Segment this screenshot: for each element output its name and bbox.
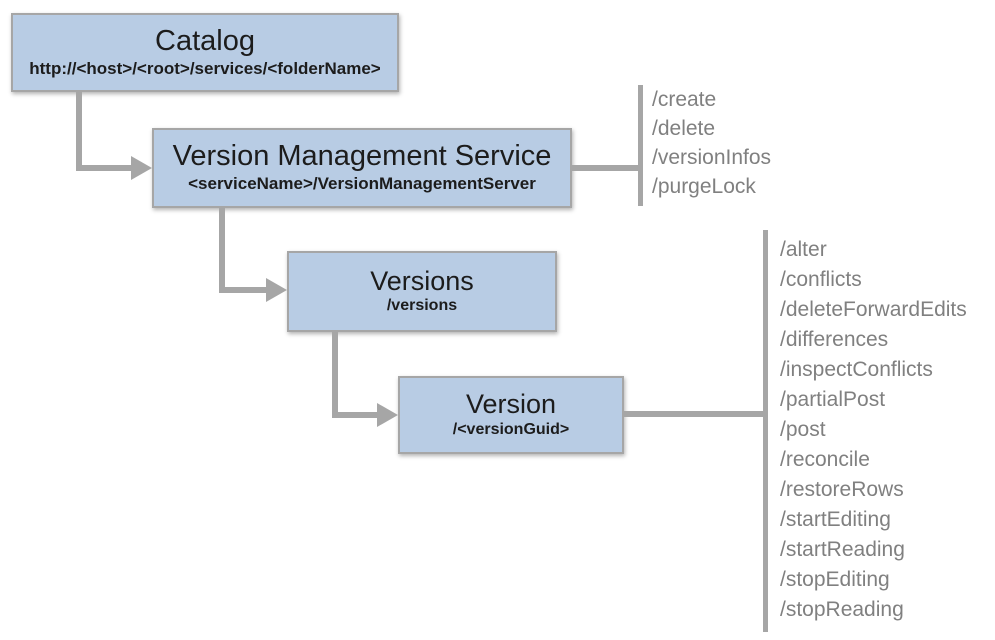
arrowhead-icon (377, 403, 398, 427)
connector-vms-to-versions-vertical (219, 206, 225, 293)
operations-bracket-vms (638, 85, 643, 206)
operation-endpoint: /restoreRows (780, 478, 904, 501)
connector-catalog-to-vms-horizontal (76, 165, 132, 171)
node-vms-title: Version Management Service (172, 140, 552, 173)
operation-endpoint: /startEditing (780, 508, 891, 531)
connector-versions-to-version-horizontal (332, 412, 378, 418)
operations-list-version: /alter/conflicts/deleteForwardEdits/diff… (780, 235, 967, 625)
connector-catalog-to-vms-vertical (76, 91, 82, 171)
node-version-title: Version (465, 389, 557, 420)
operations-bracket-version (763, 230, 768, 632)
node-vms-url: <serviceName>/VersionManagementServer (188, 174, 536, 194)
operation-endpoint: /reconcile (780, 448, 870, 471)
node-catalog: Catalog http://<host>/<root>/services/<f… (11, 13, 399, 92)
operation-endpoint: /post (780, 418, 826, 441)
connector-vms-to-versions-horizontal (219, 287, 267, 293)
operation-endpoint: /purgeLock (652, 175, 756, 198)
operation-endpoint: /versionInfos (652, 146, 772, 169)
node-catalog-url: http://<host>/<root>/services/<folderNam… (29, 58, 381, 78)
node-versions: Versions /versions (287, 251, 557, 332)
operation-endpoint: /alter (780, 238, 827, 261)
operation-endpoint: /partialPost (780, 388, 886, 411)
connector-vms-to-operations (571, 165, 641, 171)
connector-version-to-operations (622, 411, 768, 417)
operation-endpoint: /inspectConflicts (780, 358, 933, 381)
node-version: Version /<versionGuid> (398, 376, 624, 454)
operation-endpoint: /stopEditing (780, 568, 890, 591)
node-catalog-title: Catalog (155, 24, 255, 57)
operation-endpoint: /stopReading (780, 598, 904, 621)
node-version-management-service: Version Management Service <serviceName>… (152, 128, 572, 208)
operation-endpoint: /delete (652, 117, 716, 140)
node-versions-url: /versions (386, 297, 458, 315)
operation-endpoint: /deleteForwardEdits (780, 298, 967, 321)
node-versions-title: Versions (370, 265, 474, 296)
arrowhead-icon (131, 156, 152, 180)
node-version-url: /<versionGuid> (452, 420, 570, 438)
operation-endpoint: /differences (780, 328, 889, 351)
operation-endpoint: /create (652, 88, 717, 111)
operation-endpoint: /startReading (780, 538, 905, 561)
arrowhead-icon (266, 278, 287, 302)
operations-list-vms: /create/delete/versionInfos/purgeLock (652, 85, 771, 201)
connector-versions-to-version-vertical (332, 330, 338, 418)
operation-endpoint: /conflicts (780, 268, 862, 291)
